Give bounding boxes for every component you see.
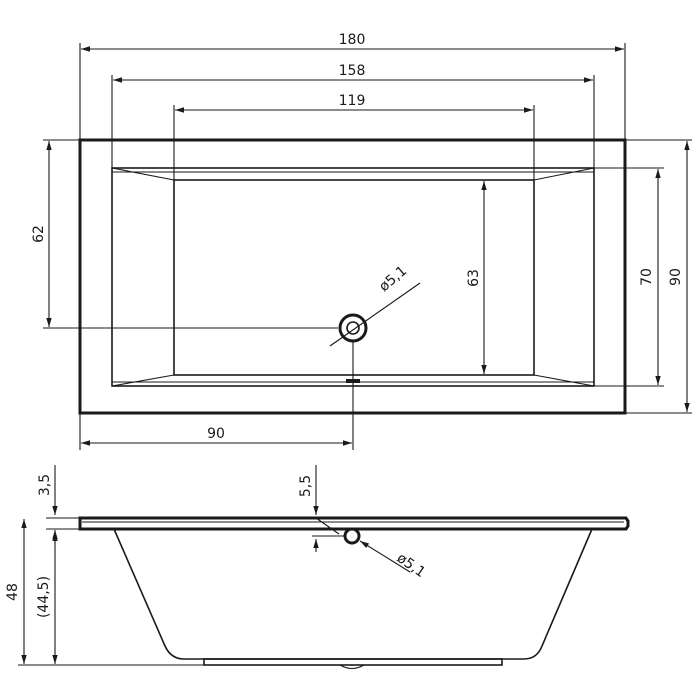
dim-height-inner: (44,5)	[36, 576, 52, 618]
tub-body-profile	[113, 528, 593, 660]
dim-rim-thickness: 3,5	[37, 474, 53, 496]
slope-line	[533, 167, 595, 181]
dim-drain-offset: 62	[31, 225, 47, 243]
side-view: 5,5 ø5,1 3,5 48 (44,5)	[5, 465, 630, 670]
tub-bottom-floor	[173, 179, 535, 376]
dim-depth-bottom: 63	[466, 269, 482, 287]
top-view: 180 158 119 62 63 70 90 90 ø5,1	[31, 32, 692, 450]
tub-rim-profile	[78, 516, 630, 531]
slope-line	[111, 167, 175, 181]
tub-base-plate	[203, 658, 503, 666]
dim-overflow-offset: 5,5	[298, 475, 314, 497]
dim-width-bottom: 119	[339, 93, 366, 109]
dim-width-overall: 180	[339, 32, 366, 48]
dim-depth-inner: 70	[639, 268, 655, 286]
dim-drain-diameter: ø5,1	[376, 263, 410, 295]
dim-width-inner: 158	[339, 63, 366, 79]
dim-height-overall: 48	[5, 583, 21, 601]
slope-line	[111, 374, 175, 387]
overflow-hole	[343, 527, 361, 545]
dim-overflow-diameter: ø5,1	[394, 550, 428, 581]
drain-symbol	[329, 282, 421, 347]
dim-drain-x: 90	[207, 426, 225, 442]
slope-line	[533, 374, 595, 387]
dim-depth-overall: 90	[668, 268, 684, 286]
drain-stub	[339, 664, 365, 670]
